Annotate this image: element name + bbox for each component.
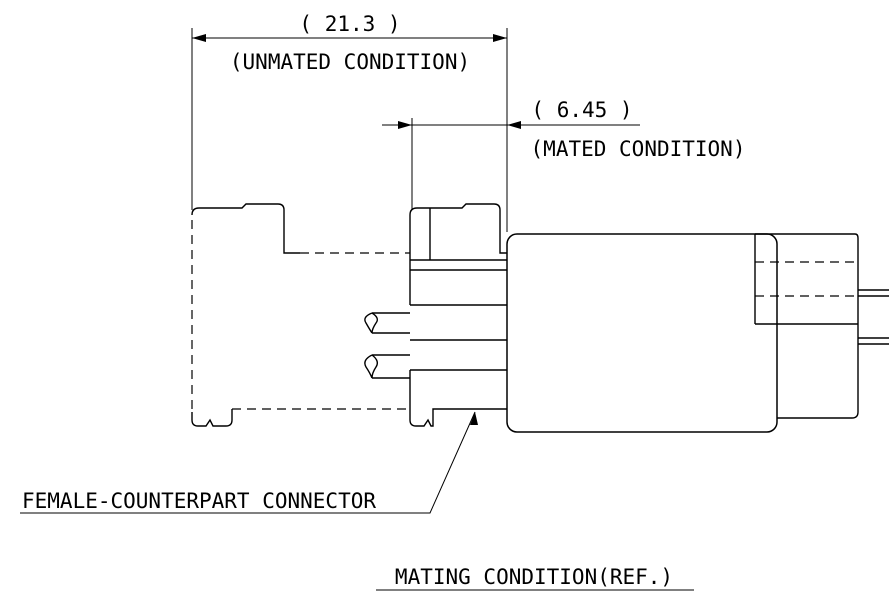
counterpart-wires [364,312,410,379]
wire-upper-break-inner [371,312,379,334]
connector-main-body [506,233,778,433]
dimension-value-unmated: ( 21.3 ) [299,12,400,36]
counterpart-label: FEMALE-COUNTERPART CONNECTOR [22,489,376,513]
arrowhead-mated-right [507,121,521,129]
wire-lower-break-inner [371,354,379,379]
dimension-caption-unmated: (UNMATED CONDITION) [230,50,470,74]
dimension-value-mated: ( 6.45 ) [531,98,632,122]
counterpart-bottom-outline [191,409,233,427]
dimension-mated: ( 6.45 ) (MATED CONDITION) [382,98,745,210]
arrowhead-left [192,34,206,42]
connector-body [506,233,889,433]
counterpart-unmated-outline [191,203,410,427]
drawing-title: MATING CONDITION(REF.) [376,565,694,591]
dimension-unmated: ( 21.3 ) (UNMATED CONDITION) [191,12,508,232]
counterpart-mated [409,203,507,427]
connector-rear-housing [755,233,859,419]
wire-lower [372,354,410,379]
mated-counterpart-bottom [409,408,507,427]
wire-upper-break [364,312,373,334]
wire-lower-break [364,354,373,379]
leader-arrowhead [470,412,478,425]
wire-upper [372,312,410,334]
title-text: MATING CONDITION(REF.) [395,565,673,589]
leader-line [20,411,476,514]
counterpart-leader: FEMALE-COUNTERPART CONNECTOR [20,411,478,514]
arrowhead-mated-left [398,121,412,129]
counterpart-top-outline [191,203,300,254]
dimension-caption-mated: (MATED CONDITION) [531,137,746,161]
mated-counterpart-top [409,203,507,254]
arrowhead-right [493,34,507,42]
